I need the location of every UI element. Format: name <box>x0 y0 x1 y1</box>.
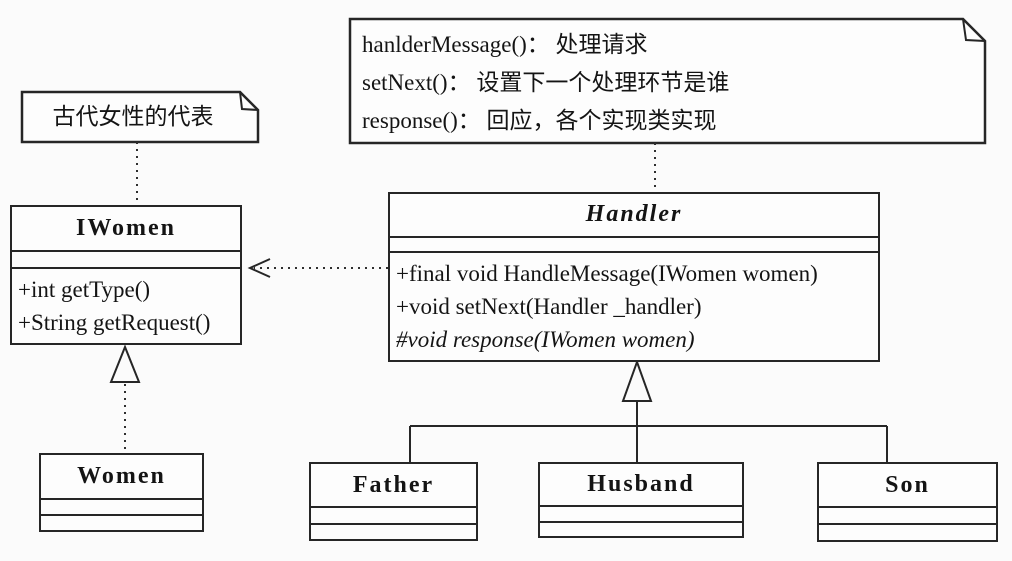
note-top-line: response()： 回应，各个实现类实现 <box>362 108 717 133</box>
method: +final void HandleMessage(IWomen women) <box>396 261 818 286</box>
note-top-line: hanlderMessage()： 处理请求 <box>362 32 648 57</box>
class-husband: Husband <box>538 462 744 538</box>
method: +void setNext(Handler _handler) <box>396 294 702 319</box>
class-attributes-empty <box>311 506 476 523</box>
class-attributes-empty <box>41 498 202 514</box>
class-methods: +final void HandleMessage(IWomen women) … <box>390 251 878 360</box>
class-attributes-empty <box>540 505 742 521</box>
class-methods-empty <box>41 514 202 530</box>
method: +String getRequest() <box>18 310 211 335</box>
dependency-arrow-handler-to-iwomen <box>247 258 388 278</box>
class-methods: +int getType() +String getRequest() <box>12 267 240 343</box>
class-methods-empty <box>540 521 742 536</box>
class-father: Father <box>309 462 478 541</box>
class-women: Women <box>39 453 204 532</box>
note-fold-icon <box>962 18 986 42</box>
note-left: 古代女性的代表 <box>52 104 214 129</box>
note-shape-top <box>348 17 987 145</box>
class-methods-empty <box>311 523 476 539</box>
generalization-children-to-handler <box>409 359 888 462</box>
note-shape-left <box>20 90 260 144</box>
class-title: Son <box>885 471 930 498</box>
class-title: Women <box>77 463 166 489</box>
hollow-triangle-icon <box>109 344 141 383</box>
class-attributes-empty <box>819 506 996 523</box>
hollow-triangle-icon <box>621 359 653 402</box>
method: +int getType() <box>18 277 151 302</box>
class-son: Son <box>817 462 998 542</box>
realization-women-to-iwomen <box>109 344 141 453</box>
method: #void response(IWomen women) <box>396 327 695 352</box>
note-fold-icon <box>239 91 259 111</box>
class-attributes-empty <box>12 250 240 267</box>
class-title: Handler <box>585 201 683 228</box>
class-iwomen: IWomen +int getType() +String getRequest… <box>10 205 242 345</box>
open-arrowhead-icon <box>247 258 271 278</box>
class-attributes-empty <box>390 235 878 251</box>
class-methods-empty <box>819 523 996 540</box>
class-handler: Handler +final void HandleMessage(IWomen… <box>388 192 880 362</box>
class-title: IWomen <box>75 215 176 241</box>
note-top: hanlderMessage()： 处理请求 setNext()： 设置下一个处… <box>362 26 729 140</box>
note-top-line: setNext()： 设置下一个处理环节是谁 <box>362 70 730 95</box>
class-title: Husband <box>587 471 695 497</box>
class-title: Father <box>352 471 435 498</box>
